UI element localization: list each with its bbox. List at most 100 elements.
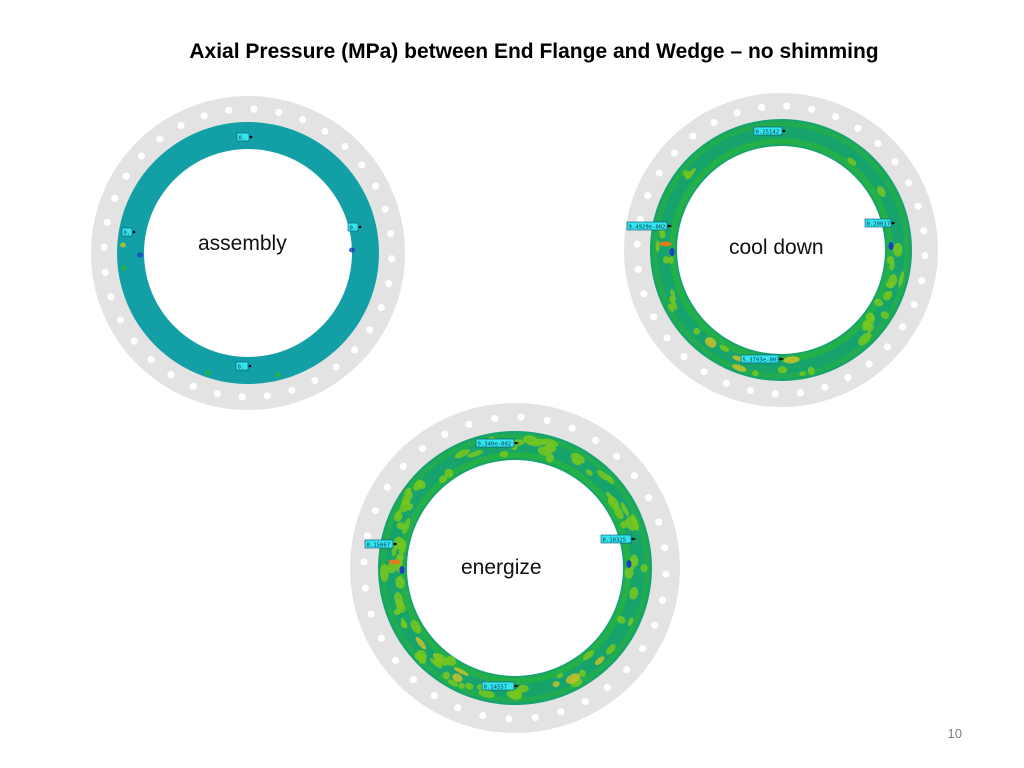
probe-box — [235, 361, 249, 371]
ring-assembly: 0.0.0.0. — [91, 96, 405, 410]
contour-patch — [349, 247, 355, 253]
bolt-hole — [883, 343, 892, 351]
bolt-hole — [238, 393, 246, 401]
contour-patch — [594, 656, 605, 666]
contour-patch — [442, 671, 451, 680]
bolt-hole — [377, 634, 385, 642]
bolt-hole — [430, 692, 438, 700]
bolt-hole — [388, 255, 396, 263]
bolt-hole — [137, 152, 146, 160]
bolt-hole — [116, 316, 125, 324]
page-number: 10 — [947, 726, 962, 741]
probe-tag: 0. — [236, 132, 253, 141]
contour-patch — [467, 450, 484, 458]
contour-patch — [380, 563, 389, 582]
contour-patch — [624, 566, 634, 579]
bolt-hole — [399, 462, 407, 470]
contour-patch — [429, 658, 442, 669]
bolt-hole — [263, 392, 271, 400]
probe-value: 9.4929e-002 — [629, 224, 666, 230]
contour-patch — [205, 370, 211, 376]
bolt-hole — [663, 334, 671, 342]
contour-patch — [630, 554, 639, 567]
bolt-hole — [383, 483, 391, 491]
probe-value: 0.18325 — [603, 537, 627, 543]
probe-tag: 0.14557 — [481, 681, 519, 691]
bolt-hole — [103, 218, 111, 226]
contour-peak — [659, 241, 672, 247]
contour-patch — [121, 265, 127, 271]
contour-patch — [858, 332, 872, 346]
contour-patch — [433, 653, 449, 666]
bolt-hole — [844, 373, 852, 382]
bolt-hole — [332, 363, 340, 371]
contour-patch — [874, 298, 884, 307]
contour-patch — [570, 453, 585, 464]
probe-point — [779, 357, 783, 361]
bolt-hole — [147, 355, 155, 364]
contour-patch — [401, 491, 413, 506]
ring-label-energize: energize — [461, 556, 542, 579]
probe-value: 0.25142 — [756, 129, 780, 135]
contour-patch — [655, 240, 660, 252]
contour-patch — [620, 520, 630, 529]
bolt-hole — [623, 666, 631, 674]
bolt-hole — [722, 379, 730, 387]
bolt-hole — [832, 113, 840, 121]
probe-point — [393, 542, 397, 546]
bolt-hole — [288, 386, 296, 394]
probe-box — [481, 681, 515, 691]
contour-min — [888, 242, 894, 250]
contour-patch — [393, 511, 403, 522]
probe-value: 5.3793e-003 — [743, 357, 780, 363]
contour-patch — [867, 325, 875, 333]
bolt-hole — [200, 112, 208, 120]
bolt-hole — [636, 215, 644, 223]
bolt-hole — [454, 704, 462, 712]
probe-tag: 0.15067 — [364, 539, 397, 549]
contour-patch — [395, 576, 405, 589]
bolt-hole — [918, 277, 926, 285]
bolt-hole — [387, 230, 395, 238]
bolt-hole — [250, 105, 258, 113]
bolt-hole — [156, 135, 164, 143]
bolt-hole — [645, 494, 653, 502]
probe-point — [249, 135, 253, 139]
bolt-hole — [649, 313, 658, 321]
bolt-hole — [670, 149, 679, 157]
bolt-hole — [377, 304, 385, 312]
contour-patch — [522, 435, 538, 445]
bolt-hole — [771, 390, 779, 398]
bolt-hole — [371, 182, 380, 190]
bolt-hole — [350, 346, 359, 354]
contour-patch — [499, 450, 509, 458]
bolt-hole — [904, 179, 913, 187]
bolt-hole — [367, 610, 375, 618]
bolt-hole — [710, 118, 718, 127]
contour-patch — [387, 562, 397, 574]
bolt-hole — [517, 413, 525, 421]
contour-patch — [886, 256, 895, 264]
probe-point — [132, 230, 136, 234]
bolt-hole — [910, 301, 918, 309]
bolt-hole — [633, 240, 641, 248]
bolt-hole — [680, 352, 688, 361]
contour-min — [669, 248, 675, 256]
bolt-hole — [321, 127, 329, 135]
bolt-hole — [360, 558, 368, 566]
probe-point — [631, 537, 635, 541]
bolt-hole — [391, 656, 400, 664]
bolt-hole — [130, 337, 138, 345]
probe-box — [347, 222, 359, 232]
bolt-holes — [633, 102, 929, 398]
probe-value: 0. — [350, 225, 357, 231]
bolt-hole — [107, 293, 115, 301]
bolt-hole — [366, 326, 374, 334]
bolt-hole — [361, 584, 369, 592]
probe-point — [782, 129, 786, 133]
bolt-hole — [465, 420, 473, 428]
contour-patch — [120, 242, 126, 248]
contour-patch — [402, 518, 411, 535]
probe-box — [600, 534, 632, 544]
